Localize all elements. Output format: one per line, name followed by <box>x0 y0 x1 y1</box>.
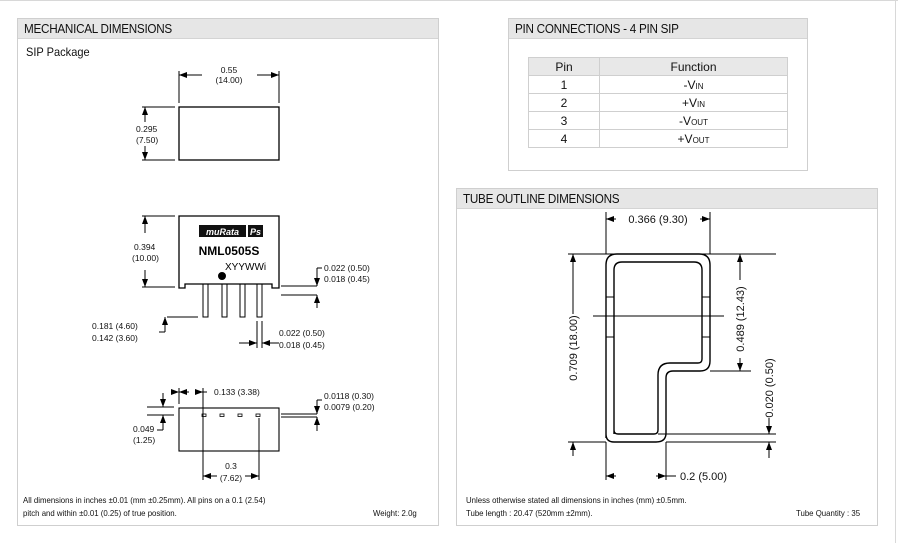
pin-table-header-row: Pin Function <box>528 57 788 76</box>
top-border-line <box>0 0 898 1</box>
standoff-max: 0.022 (0.50) <box>324 263 370 273</box>
pin-thickness-max: 0.0118 (0.30) <box>324 391 374 401</box>
top-height-in: 0.295 <box>136 124 158 134</box>
pin-length-min: 0.142 (3.60) <box>92 333 138 343</box>
tube-quantity: Tube Quantity : 35 <box>796 508 861 518</box>
pin-function: +VOUT <box>599 129 788 148</box>
mechanical-dimensions-panel: MECHANICAL DIMENSIONS SIP Package <box>17 18 439 526</box>
brand-suffix: Ps <box>250 227 261 237</box>
column-header-function: Function <box>599 57 788 76</box>
panel-title: PIN CONNECTIONS - 4 PIN SIP <box>515 21 679 36</box>
table-row: 4 +VOUT <box>528 129 788 148</box>
panel-title: MECHANICAL DIMENSIONS <box>24 21 172 36</box>
bottom-pin-2 <box>219 413 225 417</box>
bottom-pin-1 <box>201 413 207 417</box>
column-header-pin: Pin <box>528 57 600 76</box>
front-view-body <box>178 215 280 289</box>
bottom-pin-4 <box>255 413 261 417</box>
top-height-mm: (7.50) <box>136 135 158 145</box>
pin-length-max: 0.181 (4.60) <box>92 321 138 331</box>
brand-logo-box <box>199 225 246 237</box>
pin-function: +VIN <box>599 93 788 112</box>
table-row: 2 +VIN <box>528 93 788 112</box>
mechanical-note-line1: All dimensions in inches ±0.01 (mm ±0.25… <box>23 495 266 505</box>
pin-width-max: 0.022 (0.50) <box>279 328 325 338</box>
top-width-in: 0.55 <box>221 65 238 75</box>
pin-number: 4 <box>528 129 600 148</box>
panel-header: MECHANICAL DIMENSIONS <box>18 19 438 39</box>
top-view-body <box>178 106 280 161</box>
pin-span-in: 0.3 <box>225 461 237 471</box>
tube-lower-width-label: 0.2 (5.00) <box>680 471 727 483</box>
pin-table: Pin Function 1 -VIN 2 +VIN 3 -VOUT 4 +VO… <box>528 57 788 148</box>
tube-drawing: 0.366 (9.30) 0.709 (18.00) 0.489 (12.43)… <box>568 212 776 483</box>
table-row: 3 -VOUT <box>528 111 788 130</box>
pin-1-marker-dot <box>218 272 226 280</box>
panel-header: PIN CONNECTIONS - 4 PIN SIP <box>509 19 807 39</box>
top-width-mm: (14.00) <box>216 75 243 85</box>
pin-span-mm: (7.62) <box>220 473 242 483</box>
front-height-mm: (10.00) <box>132 253 159 263</box>
pin-function: -VOUT <box>599 111 788 130</box>
pin-1 <box>202 283 209 318</box>
tube-total-height-label: 0.709 (18.00) <box>568 315 580 380</box>
pin-3 <box>239 283 246 318</box>
part-number: NML0505S <box>199 244 260 258</box>
tube-width-label: 0.366 (9.30) <box>628 214 687 226</box>
brand-suffix-box <box>248 225 263 237</box>
pin-number: 3 <box>528 111 600 130</box>
mechanical-note: All dimensions in inches ±0.01 (mm ±0.25… <box>23 494 287 520</box>
standoff-min: 0.018 (0.45) <box>324 274 370 284</box>
pin-function: -VIN <box>599 75 788 94</box>
pin-width-min: 0.018 (0.45) <box>279 340 325 350</box>
mechanical-note-line2: pitch and within ±0.01 (0.25) of true po… <box>23 508 177 518</box>
tube-upper-height-label: 0.489 (12.43) <box>735 286 747 351</box>
pin-number: 2 <box>528 93 600 112</box>
tube-outline-panel: TUBE OUTLINE DIMENSIONS <box>456 188 878 526</box>
pin-connections-panel: PIN CONNECTIONS - 4 PIN SIP Pin Function… <box>508 18 808 171</box>
bottom-pin-3 <box>237 413 243 417</box>
brand-logo: muRata <box>206 227 239 237</box>
tube-note: Unless otherwise stated all dimensions i… <box>466 494 706 520</box>
tube-wall-label: 0.020 (0.50) <box>764 358 776 417</box>
pin-row-offset-mm: (1.25) <box>133 435 155 445</box>
bottom-view-body <box>178 407 280 452</box>
table-row: 1 -VIN <box>528 75 788 94</box>
pin-thickness-min: 0.0079 (0.20) <box>324 402 375 412</box>
pin-number: 1 <box>528 75 600 94</box>
right-border-line <box>895 0 896 543</box>
panel-header: TUBE OUTLINE DIMENSIONS <box>457 189 877 209</box>
pin-4 <box>256 283 263 318</box>
tube-note-line2: Tube length : 20.47 (520mm ±2mm). <box>466 508 593 518</box>
tube-note-line1: Unless otherwise stated all dimensions i… <box>466 495 687 505</box>
panel-title: TUBE OUTLINE DIMENSIONS <box>463 191 620 206</box>
mechanical-drawing: muRata Ps NML0505S XYYWWi 0.55 (14.00) 0… <box>92 65 375 483</box>
package-subtitle: SIP Package <box>26 45 90 59</box>
weight-label: Weight: 2.0g <box>373 508 417 518</box>
tube-inner-outline <box>613 261 703 435</box>
first-pin-offset: 0.133 (3.38) <box>214 387 260 397</box>
date-code: XYYWWi <box>225 262 266 273</box>
front-height-in: 0.394 <box>134 242 156 252</box>
pin-2 <box>221 283 228 318</box>
pin-row-offset-in: 0.049 <box>133 424 155 434</box>
